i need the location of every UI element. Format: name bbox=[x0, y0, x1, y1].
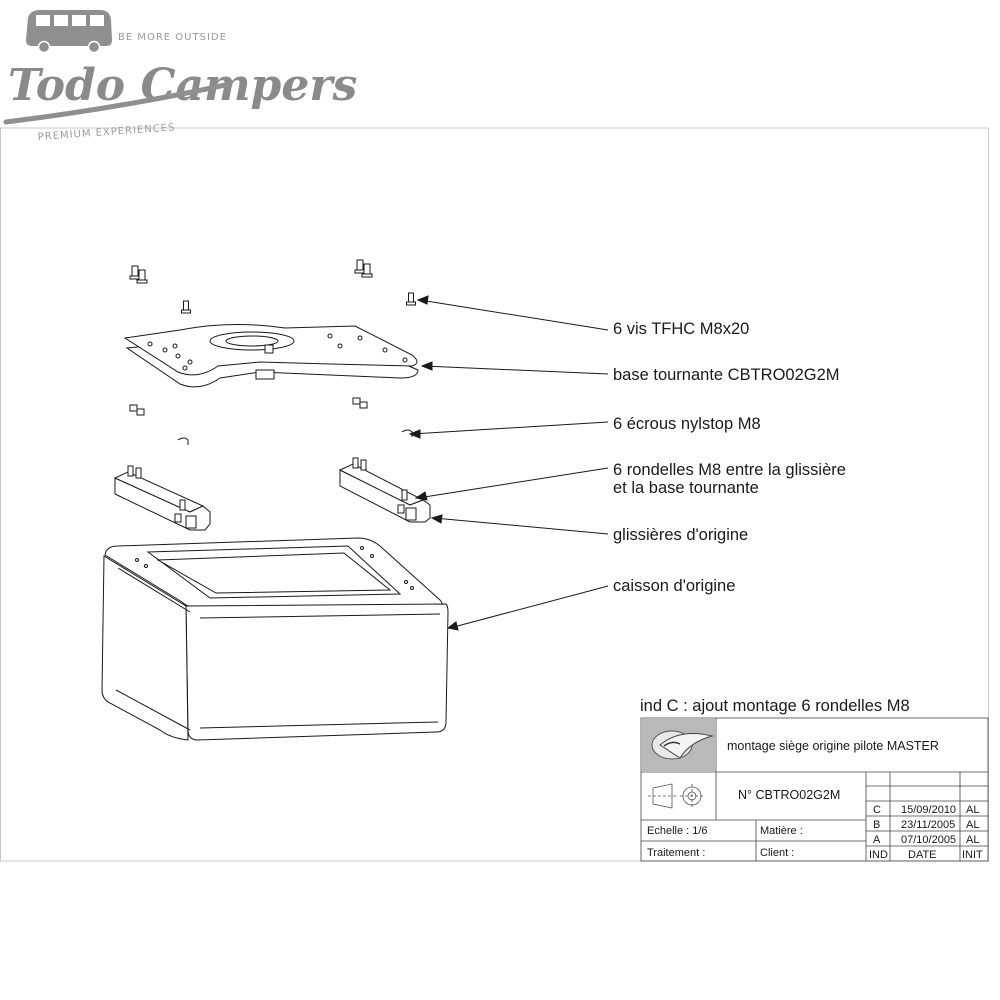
revision-table: C 15/09/2010 AL B 23/11/2005 AL A 07/10/… bbox=[869, 804, 983, 861]
svg-text:INIT: INIT bbox=[962, 849, 983, 861]
svg-text:AL: AL bbox=[966, 804, 979, 816]
revision-note: ind C : ajout montage 6 rondelles M8 bbox=[640, 697, 910, 715]
callout-box: caisson d'origine bbox=[613, 577, 735, 595]
svg-text:07/10/2005: 07/10/2005 bbox=[901, 834, 956, 846]
svg-text:DATE: DATE bbox=[908, 849, 937, 861]
nut bbox=[129, 404, 145, 416]
nut bbox=[177, 437, 189, 445]
screw bbox=[129, 265, 141, 280]
revision-row-b: B 23/11/2005 AL bbox=[873, 819, 979, 831]
callout-screws: 6 vis TFHC M8x20 bbox=[613, 320, 749, 338]
screw bbox=[181, 300, 191, 314]
callout-nuts: 6 écrous nylstop M8 bbox=[613, 415, 761, 433]
camper-van-icon bbox=[26, 10, 112, 54]
seat-box bbox=[101, 537, 449, 741]
svg-text:C: C bbox=[873, 804, 881, 816]
callout-washers-line1: 6 rondelles M8 entre la glissière bbox=[613, 461, 846, 479]
rails bbox=[113, 457, 431, 531]
drawing-number: N° CBTRO02G2M bbox=[738, 788, 840, 802]
logo-brand-name: Todo Campers bbox=[8, 60, 357, 111]
svg-text:15/09/2010: 15/09/2010 bbox=[901, 804, 956, 816]
projection-symbol-icon bbox=[648, 783, 704, 809]
svg-text:AL: AL bbox=[966, 834, 979, 846]
svg-text:IND: IND bbox=[869, 849, 888, 861]
nut bbox=[352, 397, 368, 409]
client-label: Client : bbox=[760, 847, 794, 859]
scale-label: Echelle : 1/6 bbox=[647, 825, 708, 837]
left-rail bbox=[113, 465, 211, 531]
nut bbox=[401, 429, 413, 437]
revision-row-a: A 07/10/2005 AL bbox=[873, 834, 979, 846]
callout-labels: 6 vis TFHC M8x20 base tournante CBTRO02G… bbox=[613, 320, 846, 595]
swivel-base-plate bbox=[123, 323, 419, 388]
drawing-frame bbox=[0, 127, 989, 862]
svg-text:B: B bbox=[873, 819, 880, 831]
screw bbox=[406, 292, 416, 306]
title-block: montage siège origine pilote MASTER N° C… bbox=[640, 717, 989, 862]
callout-rails: glissières d'origine bbox=[613, 526, 748, 544]
logo-tagline-top: BE MORE OUTSIDE bbox=[118, 32, 227, 43]
material-label: Matière : bbox=[760, 825, 803, 837]
screws bbox=[129, 259, 416, 314]
treatment-label: Traitement : bbox=[647, 847, 705, 859]
screw bbox=[136, 269, 148, 284]
screw bbox=[361, 263, 373, 278]
nylstop-nuts bbox=[129, 397, 413, 445]
leader-lines bbox=[408, 295, 609, 631]
drawing-title: montage siège origine pilote MASTER bbox=[727, 739, 939, 753]
logo-tagline-bottom: PREMIUM EXPERIENCES bbox=[37, 122, 175, 143]
callout-washers-line2: et la base tournante bbox=[613, 479, 759, 497]
revision-row-c: C 15/09/2010 AL bbox=[873, 804, 979, 816]
logo-swoosh bbox=[3, 81, 233, 125]
todo-campers-logo: BE MORE OUTSIDE Todo Campers PREMIUM EXP… bbox=[3, 10, 357, 143]
revision-header: IND DATE INIT bbox=[869, 849, 983, 861]
company-logo-icon bbox=[642, 719, 715, 771]
svg-text:A: A bbox=[873, 834, 881, 846]
right-rail bbox=[338, 457, 431, 523]
svg-text:AL: AL bbox=[966, 819, 979, 831]
svg-text:23/11/2005: 23/11/2005 bbox=[901, 819, 955, 831]
callout-swivel-base: base tournante CBTRO02G2M bbox=[613, 366, 840, 384]
